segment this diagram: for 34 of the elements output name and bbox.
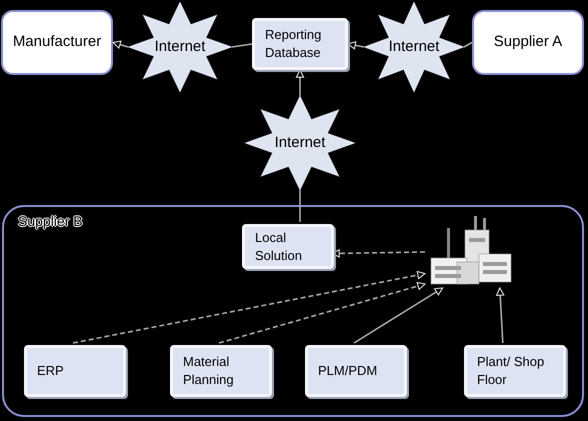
process-box — [24, 345, 126, 397]
connector-line — [299, 190, 301, 222]
process-box — [464, 345, 566, 397]
group-title: Supplier B — [18, 213, 83, 229]
group-container — [2, 205, 584, 417]
internet-starburst — [364, 2, 464, 92]
node-label: Internet — [274, 132, 326, 153]
arrow — [72, 270, 426, 344]
rounded-box — [1, 10, 113, 75]
arrow — [112, 40, 128, 49]
process-box — [305, 345, 407, 397]
node-label: Internet — [154, 36, 206, 57]
connector-line — [464, 42, 472, 48]
connector-line — [232, 43, 252, 48]
rounded-box — [472, 10, 584, 75]
process-box — [242, 224, 334, 269]
node-label: ERP — [37, 362, 64, 380]
arrow — [347, 41, 364, 50]
arrow — [354, 287, 444, 344]
arrow — [218, 282, 426, 344]
arrow — [296, 69, 304, 96]
node-label: Local Solution — [255, 228, 303, 264]
node-label: Reporting Database — [265, 26, 322, 62]
internet-starburst — [245, 96, 355, 190]
node-label: PLM/PDM — [318, 362, 378, 380]
node-label: Plant/ Shop Floor — [477, 353, 546, 389]
internet-starburst — [128, 2, 232, 92]
process-box — [252, 18, 348, 70]
arrow — [496, 287, 504, 344]
node-label: Internet — [388, 36, 440, 57]
node-label: Material Planning — [183, 353, 235, 389]
process-box — [170, 345, 272, 397]
node-label: Supplier A — [494, 32, 562, 52]
node-label: Manufacturer — [12, 32, 102, 52]
